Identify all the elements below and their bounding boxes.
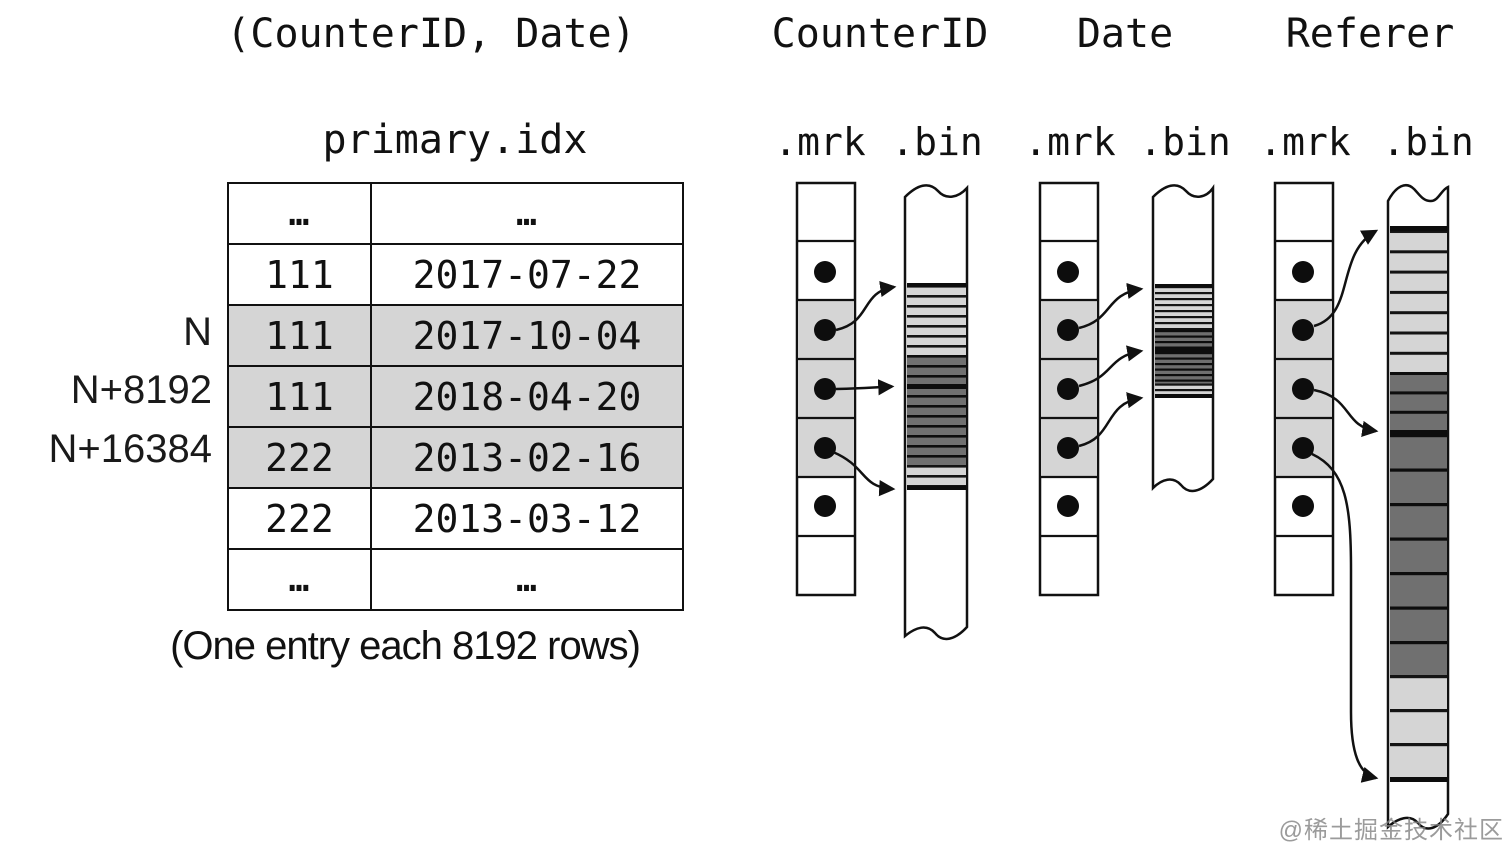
row-label-n8192: N+8192 — [70, 368, 212, 412]
cell-date: … — [370, 182, 684, 245]
mark-dot — [814, 378, 836, 400]
table-row: 111 2017-10-04 — [227, 304, 684, 367]
mark-dot — [1292, 495, 1314, 517]
granule-band-light — [1155, 286, 1212, 330]
cell-counterid: 111 — [227, 365, 372, 428]
mark-dot — [1057, 319, 1079, 341]
mark-dot — [814, 319, 836, 341]
cell-date: 2013-03-12 — [370, 487, 684, 550]
granule-band-light — [1390, 230, 1447, 372]
mark-arrow — [832, 450, 896, 497]
table-row: 222 2013-03-12 — [227, 487, 684, 550]
offset-line — [1390, 777, 1447, 782]
referer-column-header: Referer — [1285, 11, 1455, 57]
date-mrk-label: .mrk — [1024, 120, 1116, 164]
mark-dots — [814, 261, 836, 517]
granule-band-dark — [1155, 330, 1212, 384]
row-label-n: N — [183, 310, 212, 354]
table-row: 111 2017-07-22 — [227, 243, 684, 306]
mark-dot — [1292, 319, 1314, 341]
granule-band-light — [1155, 383, 1212, 394]
cell-counterid: … — [227, 548, 372, 611]
mark-arrow — [1078, 345, 1144, 388]
row-label-n16384: N+16384 — [48, 427, 212, 471]
primary-idx-label: primary.idx — [322, 117, 588, 163]
mark-arrow — [1313, 388, 1379, 437]
primary-index-table: … … 111 2017-07-22 111 2017-10-04 111 20… — [227, 182, 684, 611]
mark-arrow — [835, 379, 895, 396]
offset-line — [907, 384, 966, 389]
date-column-header: Date — [1076, 11, 1174, 57]
mark-dot — [1292, 437, 1314, 459]
referer-bin-label: .bin — [1382, 120, 1474, 164]
date-bin-file — [1151, 184, 1215, 493]
granule-band-dark — [907, 355, 966, 465]
mrk-cell-dividers — [797, 239, 855, 538]
offset-line — [907, 283, 966, 287]
mark-arrow — [1313, 229, 1379, 328]
referer-arrows — [1311, 229, 1379, 783]
cell-counterid: 111 — [227, 304, 372, 367]
cell-counterid: … — [227, 182, 372, 245]
counterid-column-header: CounterID — [771, 11, 989, 57]
index-caption: (One entry each 8192 rows) — [170, 624, 641, 668]
cell-counterid: 222 — [227, 426, 372, 489]
offset-line — [1155, 394, 1212, 398]
granule-band-light — [1390, 675, 1447, 777]
mark-arrow — [1311, 452, 1379, 783]
table-row: 222 2013-02-16 — [227, 426, 684, 489]
date-arrows — [1078, 282, 1144, 448]
mark-dot — [1057, 437, 1079, 459]
mrk-cell-dividers — [1040, 239, 1098, 538]
mrk-cell-dividers — [1275, 239, 1333, 538]
mark-arrow — [835, 280, 897, 332]
granule-band-dark — [1390, 434, 1447, 675]
mark-dots — [1057, 261, 1079, 517]
counterid-bin-label: .bin — [891, 120, 983, 164]
mark-dot — [814, 437, 836, 459]
offset-line — [1155, 284, 1212, 288]
cell-date: 2017-07-22 — [370, 243, 684, 306]
cell-date: 2018-04-20 — [370, 365, 684, 428]
offset-line — [1390, 226, 1447, 231]
mark-dot — [1292, 378, 1314, 400]
table-row: … … — [227, 182, 684, 245]
date-mrk-column — [1038, 181, 1100, 597]
mark-dot — [1057, 495, 1079, 517]
granule-band-light — [907, 285, 966, 355]
offset-line — [907, 486, 966, 490]
cell-date: 2013-02-16 — [370, 426, 684, 489]
offset-line — [1155, 348, 1212, 353]
mark-dot — [1057, 261, 1079, 283]
mark-dot — [1292, 261, 1314, 283]
offset-line — [1390, 430, 1447, 435]
mark-dot — [814, 261, 836, 283]
counterid-arrows — [832, 280, 897, 497]
granule-band-light — [907, 465, 966, 488]
cell-counterid: 222 — [227, 487, 372, 550]
cell-counterid: 111 — [227, 243, 372, 306]
mark-arrow — [1078, 392, 1144, 448]
table-row: … … — [227, 548, 684, 611]
counterid-mrk-label: .mrk — [774, 120, 866, 164]
date-bin-label: .bin — [1139, 120, 1231, 164]
referer-mrk-label: .mrk — [1259, 120, 1351, 164]
cell-date: … — [370, 548, 684, 611]
referer-bin-file — [1386, 184, 1450, 830]
counterid-bin-file — [903, 184, 969, 641]
mark-arrow — [1078, 282, 1144, 330]
referer-mrk-column — [1273, 181, 1335, 597]
sort-key-title: (CounterID, Date) — [226, 11, 636, 57]
mark-dot — [814, 495, 836, 517]
mark-dot — [1057, 378, 1079, 400]
granule-band-dark — [1390, 372, 1447, 430]
watermark: @稀土掘金技术社区 — [1278, 817, 1504, 844]
mark-dots — [1292, 261, 1314, 517]
table-row: 111 2018-04-20 — [227, 365, 684, 428]
cell-date: 2017-10-04 — [370, 304, 684, 367]
